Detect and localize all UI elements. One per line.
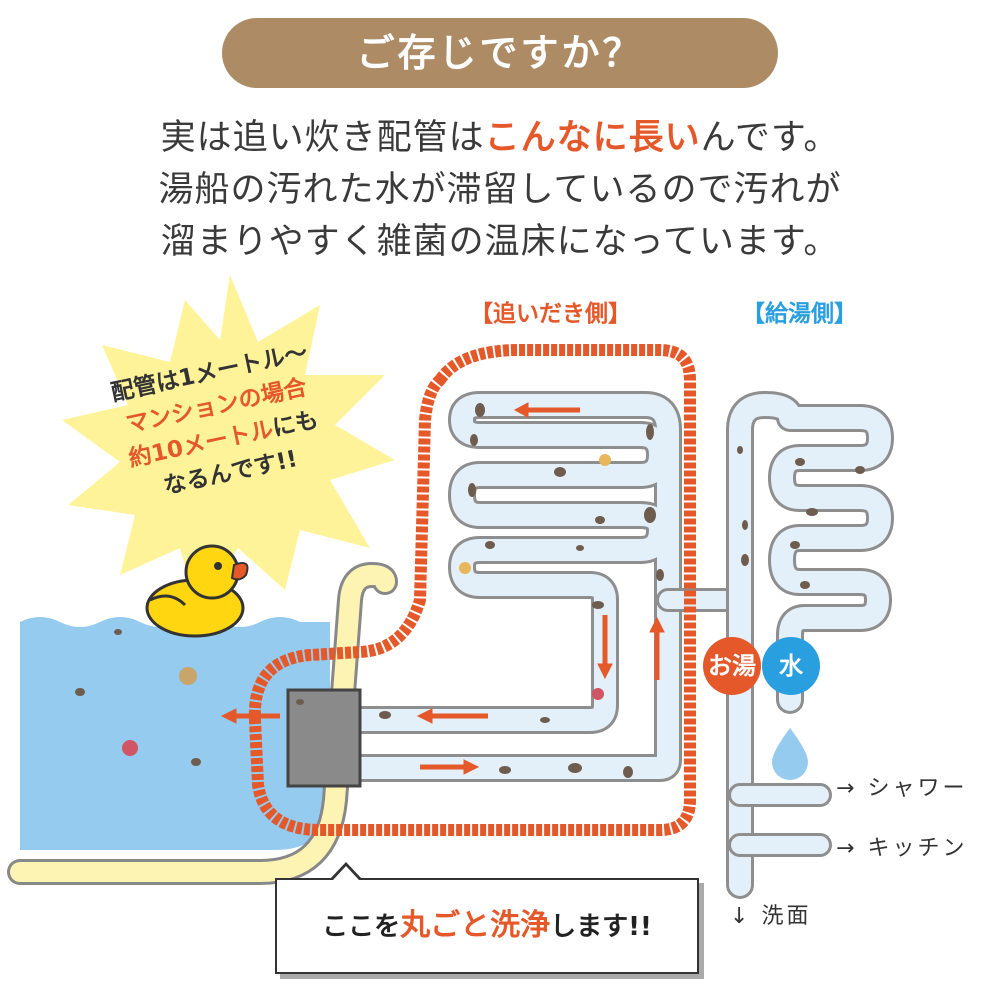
starburst-icon	[62, 275, 395, 612]
outlet-kitchen: → キッチン	[836, 830, 967, 862]
outlet-shower: → シャワー	[836, 770, 967, 802]
bathtub-rim-inner	[10, 564, 395, 882]
oidaki-side-label: 【追いだき側】	[470, 301, 631, 327]
outlet-washbasin: ↓ 洗面	[730, 898, 811, 930]
callout-post: します!!	[550, 912, 652, 942]
cleaning-callout: ここを丸ごと洗浄します!!	[275, 878, 699, 974]
cleaning-area-outline	[248, 344, 696, 836]
starburst-line3-post: にも	[270, 406, 321, 442]
title-banner: ご存じですか？	[222, 18, 778, 88]
outlet-arrow: ↓	[730, 904, 752, 929]
germ-icon	[122, 454, 611, 756]
water-drop-icon	[772, 728, 808, 780]
dirt-speck-icon	[75, 403, 865, 778]
cold-water-badge: 水	[762, 637, 820, 695]
duck-icon	[145, 544, 249, 638]
hot-water-badge: お湯	[703, 637, 761, 695]
bathtub-water	[20, 617, 330, 850]
intro-text: 実は追い炊き配管はこんなに長いんです。 湯船の汚れた水が滞留しているので汚れが …	[60, 112, 940, 268]
kyuto-side-label: 【給湯側】	[742, 301, 857, 327]
intro-line1-post: んです。	[700, 118, 840, 158]
outlet-label: キッチン	[867, 836, 968, 861]
flow-arrows	[220, 402, 665, 775]
outlet-arrow: →	[836, 776, 858, 801]
outlet-label: 洗面	[761, 904, 812, 929]
callout-tail-inner	[333, 866, 359, 880]
intro-line2: 湯船の汚れた水が滞留しているので汚れが	[158, 170, 842, 210]
outlet-label: シャワー	[867, 776, 968, 801]
callout-highlight: 丸ごと洗浄	[400, 908, 551, 943]
pump-unit	[286, 688, 362, 788]
intro-line1-pre: 実は追い炊き配管は	[160, 118, 485, 158]
kyuto-pipe	[726, 391, 894, 899]
intro-line3: 溜まりやすく雑菌の温床になっています。	[160, 222, 840, 262]
outlet-arrow: →	[836, 836, 858, 861]
callout-pre: ここを	[322, 912, 401, 942]
intro-line1-highlight: こんなに長い	[484, 118, 701, 158]
